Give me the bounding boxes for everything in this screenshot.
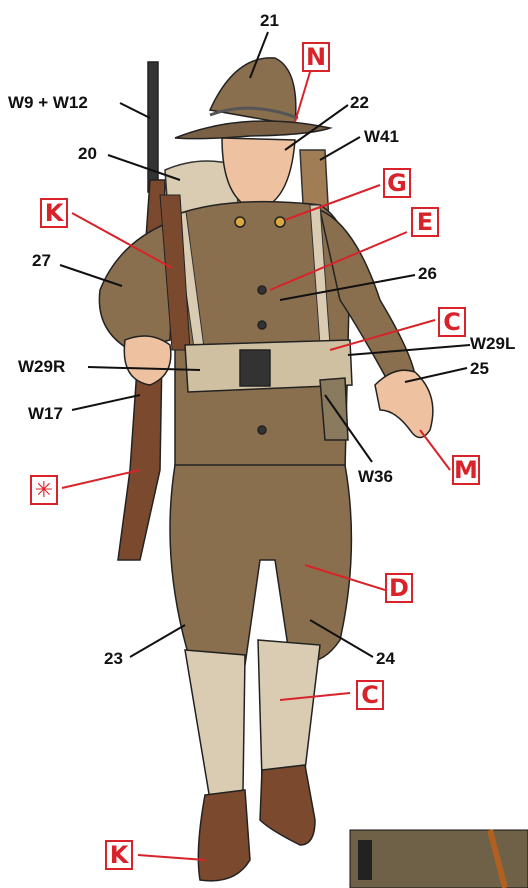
marker-k-bottom: K [105,840,133,870]
marker-g: G [383,168,411,198]
marker-c-bottom: C [356,680,384,710]
label-w29r: W29R [18,358,65,375]
label-w17: W17 [28,405,63,422]
label-20: 20 [78,145,97,162]
label-w29l: W29L [470,335,515,352]
label-w36: W36 [358,468,393,485]
label-22: 22 [350,94,369,111]
marker-c-top: C [438,307,466,337]
label-27: 27 [32,252,51,269]
label-w9-w12: W9 + W12 [8,94,88,111]
label-24: 24 [376,650,395,667]
label-25: 25 [470,360,489,377]
label-26: 26 [418,265,437,282]
marker-e: E [411,207,439,237]
label-23: 23 [104,650,123,667]
inset-photo [350,830,528,888]
left-hand [375,370,433,437]
marker-d: D [385,573,413,603]
right-hand [124,336,171,385]
label-w41: W41 [364,128,399,145]
marker-asterisk: ✳ [30,475,58,505]
marker-k-top: K [40,198,68,228]
marker-n: N [302,42,330,72]
marker-m: M [452,455,480,485]
label-21: 21 [260,12,279,29]
